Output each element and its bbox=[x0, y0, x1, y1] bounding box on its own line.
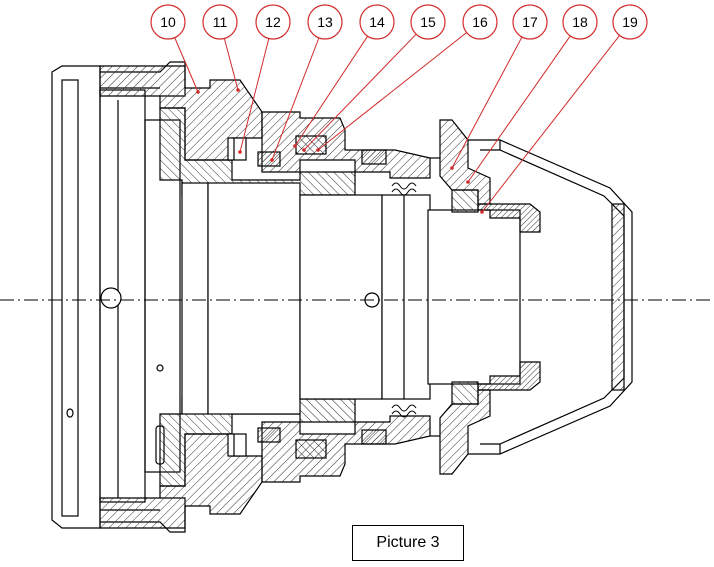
callout-label: 14 bbox=[369, 14, 385, 30]
callout-label: 10 bbox=[160, 14, 176, 30]
hood-window bbox=[611, 203, 625, 391]
callout-label: 16 bbox=[472, 14, 488, 30]
callout-10: 10 bbox=[150, 4, 200, 94]
leader-line bbox=[317, 32, 467, 151]
callout-13: 13 bbox=[270, 4, 343, 162]
leader-line bbox=[481, 35, 620, 213]
nut-top bbox=[361, 149, 387, 165]
screw-top bbox=[227, 137, 247, 161]
leader-tip bbox=[450, 166, 454, 170]
leader-line bbox=[467, 35, 571, 183]
leader-tip bbox=[480, 210, 484, 214]
callout-circle bbox=[202, 4, 238, 40]
callout-label: 17 bbox=[522, 14, 538, 30]
callout-circle bbox=[562, 4, 598, 40]
clamp-ring-top-a bbox=[257, 151, 281, 167]
conical-hood bbox=[468, 139, 633, 455]
leader-tip bbox=[466, 180, 470, 184]
clamp-ring-bottom-b bbox=[295, 439, 327, 459]
leader-tip bbox=[316, 148, 320, 152]
leader-line bbox=[271, 37, 320, 161]
leader-tip bbox=[270, 158, 274, 162]
outer-shell-top bbox=[99, 65, 263, 161]
spring-bottom bbox=[391, 404, 417, 418]
lens-element-1 bbox=[181, 182, 209, 415]
callout-label: 11 bbox=[213, 14, 228, 30]
callout-circle bbox=[612, 4, 648, 40]
mid-housing-top bbox=[261, 111, 431, 179]
outer-shell-bottom bbox=[99, 433, 263, 529]
figure-caption: Picture 3 bbox=[352, 525, 464, 561]
leader-tip bbox=[236, 88, 240, 92]
leader-line bbox=[451, 36, 523, 169]
clamp-ring-bottom-a bbox=[257, 427, 281, 443]
callout-19: 19 bbox=[480, 4, 648, 214]
screw-bottom bbox=[227, 433, 247, 457]
leader-tip bbox=[238, 150, 242, 154]
callout-circle bbox=[512, 4, 548, 40]
callout-14: 14 bbox=[293, 4, 395, 148]
callout-label: 15 bbox=[420, 14, 436, 30]
leader-tip bbox=[302, 148, 306, 152]
callout-label: 19 bbox=[622, 14, 638, 30]
callout-16: 16 bbox=[316, 4, 498, 152]
callout-circle bbox=[359, 4, 395, 40]
front-flange-inner bbox=[61, 79, 79, 517]
rear-lens-ring-bottom bbox=[477, 361, 541, 391]
nut-bottom bbox=[361, 429, 387, 445]
leader-line bbox=[303, 33, 417, 151]
leader-tip bbox=[293, 144, 297, 148]
callout-label: 18 bbox=[572, 14, 588, 30]
leader-line bbox=[239, 38, 270, 153]
leader-line bbox=[174, 37, 199, 93]
callout-circle bbox=[255, 4, 291, 40]
lens-element-4 bbox=[381, 194, 431, 400]
callout-group: 10 11 12 13 14 15 16 17 18 19 bbox=[150, 4, 648, 214]
callout-label: 12 bbox=[265, 14, 281, 30]
leader-line bbox=[223, 38, 239, 91]
front-flange bbox=[51, 65, 101, 529]
callout-circle bbox=[307, 4, 343, 40]
callout-15: 15 bbox=[302, 4, 446, 152]
mid-housing-bottom bbox=[261, 415, 431, 483]
clamp-ring-top-b bbox=[295, 135, 327, 155]
callout-17: 17 bbox=[450, 4, 548, 170]
callout-circle bbox=[462, 4, 498, 40]
spring-top bbox=[391, 182, 417, 196]
callout-circle bbox=[410, 4, 446, 40]
callout-11: 11 bbox=[202, 4, 240, 92]
mechanical-drawing bbox=[51, 61, 633, 533]
lens-element-2 bbox=[207, 182, 301, 415]
hole-left bbox=[100, 287, 122, 309]
leader-tip bbox=[196, 90, 200, 94]
leader-line bbox=[294, 35, 369, 147]
callout-18: 18 bbox=[466, 4, 598, 184]
callout-12: 12 bbox=[238, 4, 291, 154]
rear-lens-holder bbox=[427, 209, 521, 385]
callout-circle bbox=[150, 4, 186, 40]
callout-label: 13 bbox=[317, 14, 333, 30]
